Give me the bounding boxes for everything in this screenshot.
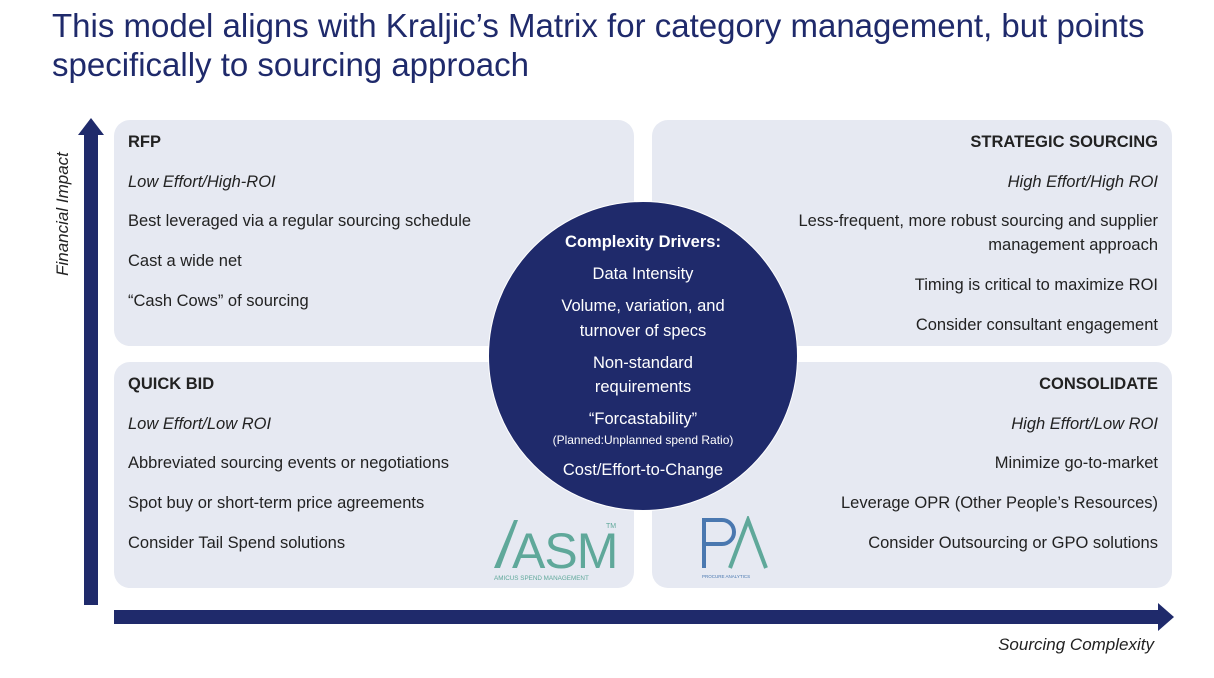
circle-line: Cost/Effort-to-Change — [562, 461, 724, 479]
quadrant-item: Timing is critical to maximize ROI — [914, 276, 1158, 294]
pa-logo: PROCURE ANALYTICS — [700, 514, 780, 582]
y-axis-arrow — [78, 118, 104, 605]
quadrant-heading: RFP — [128, 133, 161, 151]
quadrant-heading: CONSOLIDATE — [1039, 375, 1158, 393]
asm-logo-tagline: AMICUS SPEND MANAGEMENT — [494, 575, 589, 582]
circle-line: Volume, variation, and — [561, 297, 725, 315]
quadrant-item: Consider Tail Spend solutions — [128, 534, 346, 552]
quadrant-item: “Cash Cows” of sourcing — [128, 292, 309, 310]
asm-logo-mark: ASM TM AMICUS SPEND MANAGEMENT — [494, 520, 618, 582]
quadrant-subtitle: High Effort/High ROI — [1007, 173, 1158, 191]
circle-line: turnover of specs — [579, 322, 707, 340]
complexity-drivers-circle: Complexity Drivers: Data Intensity Volum… — [488, 201, 798, 511]
circle-heading: Complexity Drivers: — [565, 233, 721, 251]
asm-logo: ASM TM AMICUS SPEND MANAGEMENT — [492, 518, 622, 584]
quadrant-heading: STRATEGIC SOURCING — [970, 133, 1158, 151]
quadrant-subtitle: Low Effort/High-ROI — [128, 173, 276, 191]
circle-note: (Planned:Unplanned spend Ratio) — [552, 433, 734, 447]
quadrant-item: Cast a wide net — [128, 252, 242, 270]
quadrant-item: Less-frequent, more robust sourcing and … — [798, 212, 1158, 230]
asm-logo-tm: TM — [606, 523, 616, 530]
asm-logo-text: ASM — [512, 523, 617, 579]
circle-line: Non-standard — [593, 354, 693, 372]
quadrant-item: Abbreviated sourcing events or negotiati… — [128, 454, 450, 472]
x-axis-arrow — [114, 603, 1174, 631]
quadrant-subtitle: High Effort/Low ROI — [1011, 415, 1158, 433]
quadrant-item: Consider Outsourcing or GPO solutions — [868, 534, 1158, 552]
quadrant-heading: QUICK BID — [128, 375, 215, 393]
y-axis-label: Financial Impact — [53, 152, 72, 276]
quadrant-item: Best leveraged via a regular sourcing sc… — [128, 212, 472, 230]
pa-logo-mark: PROCURE ANALYTICS — [702, 514, 768, 579]
circle-line: requirements — [594, 378, 692, 396]
circle-line: “Forcastability” — [588, 410, 698, 428]
quadrant-item: Leverage OPR (Other People’s Resources) — [840, 494, 1158, 512]
quadrant-item: Spot buy or short-term price agreements — [128, 494, 425, 512]
circle-line: Data Intensity — [592, 265, 694, 283]
quadrant-item: management approach — [988, 236, 1158, 254]
pa-logo-tagline: PROCURE ANALYTICS — [702, 574, 750, 579]
x-axis-label: Sourcing Complexity — [998, 635, 1154, 654]
quadrant-item: Consider consultant engagement — [915, 316, 1158, 334]
page-title: This model aligns with Kraljic’s Matrix … — [52, 7, 1145, 83]
quadrant-subtitle: Low Effort/Low ROI — [128, 415, 272, 433]
quadrant-item: Minimize go-to-market — [994, 454, 1158, 472]
